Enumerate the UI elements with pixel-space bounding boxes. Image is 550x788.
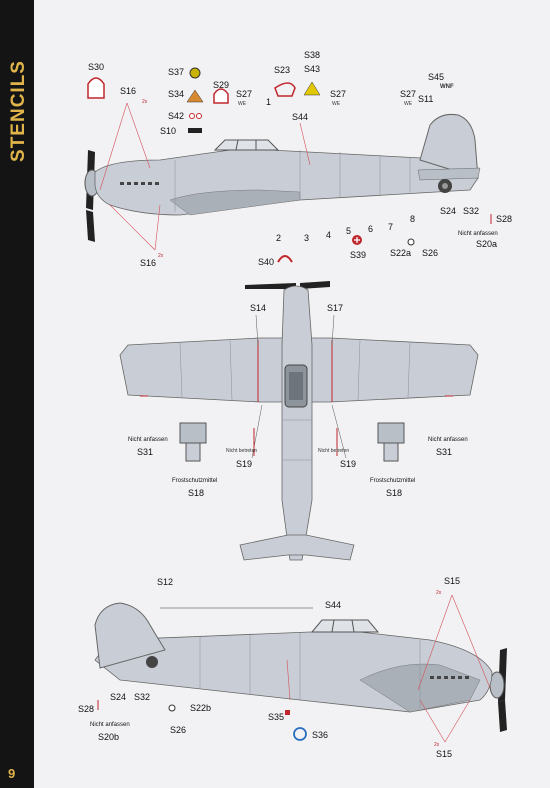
label-frostschutzmittel-right: Frostschutzmittel bbox=[370, 478, 416, 484]
label-frostschutzmittel-left: Frostschutzmittel bbox=[172, 478, 218, 484]
label-S44-top: S44 bbox=[292, 112, 309, 122]
label-nicht-anfassen-bottom: Nicht anfassen bbox=[90, 722, 130, 728]
number-7: 7 bbox=[388, 222, 394, 232]
label-2x-bottom-top: 2x bbox=[436, 590, 442, 596]
label-S20b: S20b bbox=[98, 732, 120, 742]
section-spine: STENCILS 9 bbox=[0, 0, 34, 788]
label-S36: S36 bbox=[312, 730, 329, 740]
label-S39: S39 bbox=[350, 250, 367, 260]
label-S15-top: S15 bbox=[444, 576, 461, 586]
label-S14: S14 bbox=[250, 303, 267, 313]
label-S17: S17 bbox=[327, 303, 344, 313]
label-S16-bottom: S16 bbox=[140, 258, 157, 268]
label-S10: S10 bbox=[160, 126, 177, 136]
label-S27a: S27 bbox=[236, 89, 253, 99]
label-S19-left: S19 bbox=[236, 459, 253, 469]
label-S32-bottom: S32 bbox=[134, 692, 151, 702]
label-S23: S23 bbox=[274, 65, 291, 75]
label-S31-left: S31 bbox=[137, 447, 154, 457]
label-wnf: WNF bbox=[440, 84, 454, 90]
label-2x-bottom-bottom: 2x bbox=[434, 742, 440, 748]
label-S19-right: S19 bbox=[340, 459, 357, 469]
number-3: 3 bbox=[304, 233, 310, 243]
label-S26-bottom: S26 bbox=[170, 725, 187, 735]
label-nicht-anfassen-left: Nicht anfassen bbox=[128, 437, 168, 443]
label-S24-top: S24 bbox=[440, 206, 457, 216]
label-S37: S37 bbox=[168, 67, 185, 77]
label-S16-top: S16 bbox=[120, 86, 137, 96]
number-2: 2 bbox=[276, 233, 282, 243]
label-S11: S11 bbox=[418, 94, 434, 104]
label-S35: S35 bbox=[268, 712, 285, 722]
side-view-right bbox=[94, 594, 507, 743]
label-S30: S30 bbox=[88, 62, 105, 72]
label-nicht-anfassen-right: Nicht anfassen bbox=[428, 437, 468, 443]
label-S28-bottom: S28 bbox=[78, 704, 95, 714]
label-S24-bottom: S24 bbox=[110, 692, 127, 702]
label-S15-bottom: S15 bbox=[436, 749, 453, 759]
label-2x-bottom: 2x bbox=[158, 253, 164, 259]
label-S32-top: S32 bbox=[463, 206, 480, 216]
label-S20a: S20a bbox=[476, 239, 498, 249]
flap-details bbox=[179, 422, 405, 462]
label-S12: S12 bbox=[157, 577, 174, 587]
label-S22a: S22a bbox=[390, 248, 412, 258]
label-S29: S29 bbox=[213, 80, 230, 90]
label-we-b: WE bbox=[332, 101, 341, 107]
label-nicht-anfassen-top: Nicht anfassen bbox=[458, 231, 498, 237]
label-S18-right: S18 bbox=[386, 488, 403, 498]
label-we-a: WE bbox=[238, 101, 247, 107]
label-S18-left: S18 bbox=[188, 488, 205, 498]
number-6: 6 bbox=[368, 224, 374, 234]
page-number: 9 bbox=[8, 766, 16, 781]
label-we-c: WE bbox=[404, 101, 413, 107]
label-S42: S42 bbox=[168, 111, 185, 121]
label-S40: S40 bbox=[258, 257, 275, 267]
label-S27b: S27 bbox=[330, 89, 347, 99]
label-nicht-betreten-right: Nicht betreten bbox=[318, 448, 350, 454]
label-S28-top: S28 bbox=[496, 214, 513, 224]
label-S31-right: S31 bbox=[436, 447, 453, 457]
number-1: 1 bbox=[266, 97, 272, 107]
label-S26-top: S26 bbox=[422, 248, 439, 258]
plan-view bbox=[119, 281, 479, 561]
label-2x-top: 2x bbox=[142, 99, 148, 105]
label-S22b: S22b bbox=[190, 703, 212, 713]
label-S43: S43 bbox=[304, 64, 321, 74]
label-nicht-betreten-left: Nicht betreten bbox=[226, 448, 258, 454]
side-view-left bbox=[84, 67, 492, 263]
number-5: 5 bbox=[346, 226, 352, 236]
label-S27c: S27 bbox=[400, 89, 417, 99]
label-S44-bottom: S44 bbox=[325, 600, 342, 610]
number-8: 8 bbox=[410, 214, 416, 224]
label-S38: S38 bbox=[304, 50, 321, 60]
label-S45: S45 bbox=[428, 72, 445, 82]
number-4: 4 bbox=[326, 230, 332, 240]
label-S34: S34 bbox=[168, 89, 185, 99]
